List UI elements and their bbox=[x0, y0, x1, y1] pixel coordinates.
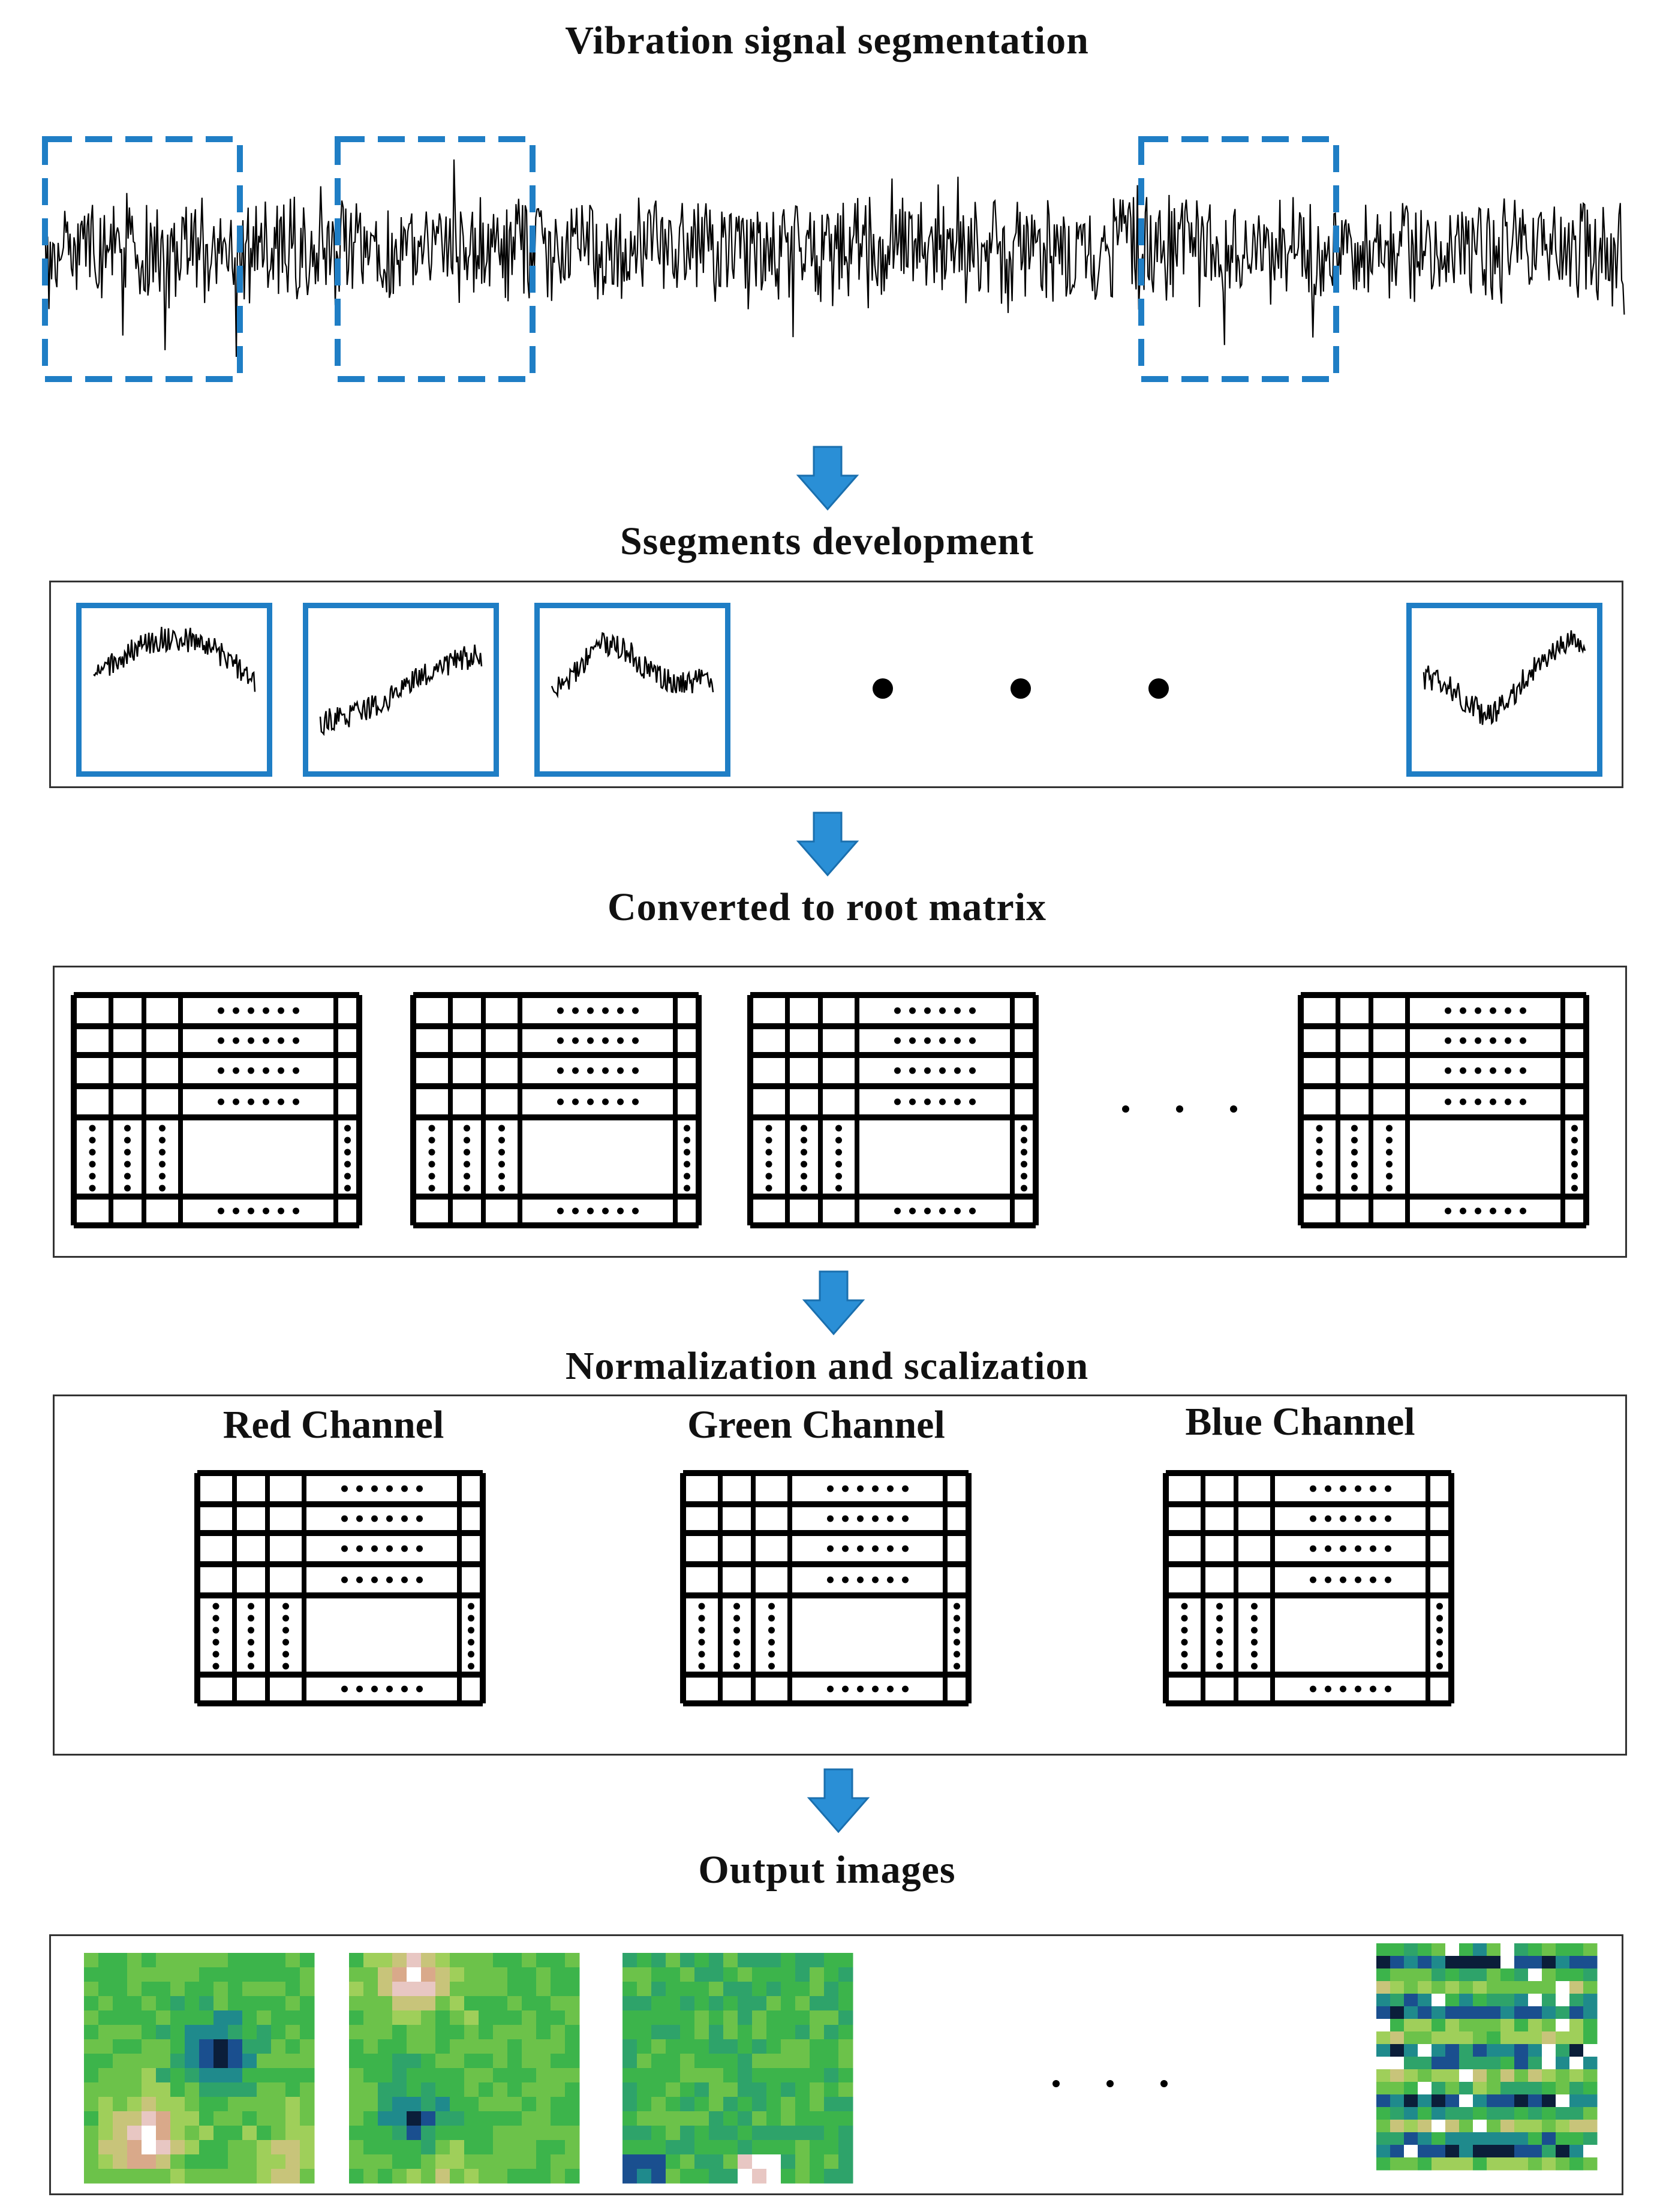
step-title-matrix: Converted to root matrix bbox=[607, 885, 1047, 929]
step-title-segmentation: Vibration signal segmentation bbox=[565, 19, 1089, 62]
ellipsis-dots-icon bbox=[1230, 1105, 1237, 1113]
ellipsis-dots-icon bbox=[1122, 1105, 1129, 1113]
arrow-down-icon bbox=[796, 446, 859, 511]
channel-matrix-red bbox=[193, 1468, 488, 1711]
ellipsis-dots-icon bbox=[1052, 2080, 1060, 2087]
root-matrix-1 bbox=[69, 990, 364, 1233]
ellipsis-dots-icon bbox=[1106, 2080, 1114, 2087]
channel-title-blue: Blue Channel bbox=[1185, 1400, 1415, 1444]
ellipsis-dots-icon bbox=[1160, 2080, 1168, 2087]
output-image-n bbox=[1376, 1943, 1598, 2171]
vibration-signal bbox=[42, 136, 1625, 382]
arrow-down-icon bbox=[796, 812, 859, 877]
segment-window-1 bbox=[42, 136, 243, 382]
segments-panel bbox=[49, 581, 1623, 788]
arrow-down-icon bbox=[802, 1270, 865, 1336]
channel-title-red: Red Channel bbox=[222, 1403, 444, 1447]
segment-thumbnail-2 bbox=[303, 603, 499, 777]
channel-title-green: Green Channel bbox=[687, 1403, 945, 1447]
root-matrix-2 bbox=[408, 990, 703, 1233]
output-image-1 bbox=[84, 1953, 315, 2184]
step-title-normalization: Normalization and scalization bbox=[565, 1344, 1089, 1388]
matrix-panel bbox=[53, 966, 1627, 1258]
arrow-down-icon bbox=[807, 1768, 870, 1834]
ellipsis-dots-icon bbox=[873, 678, 893, 699]
ellipsis-dots-icon bbox=[1176, 1105, 1183, 1113]
segment-thumbnail-1 bbox=[76, 603, 272, 777]
ellipsis-dots-icon bbox=[1148, 678, 1169, 699]
ellipsis-dots-icon bbox=[1011, 678, 1031, 699]
channel-matrix-green bbox=[678, 1468, 973, 1711]
step-title-output: Output images bbox=[698, 1848, 956, 1892]
output-image-3 bbox=[622, 1953, 853, 2184]
root-matrix-3 bbox=[745, 990, 1040, 1233]
channels-panel: Red Channel Green Channel Blue Channel bbox=[53, 1394, 1627, 1756]
output-image-2 bbox=[349, 1953, 580, 2184]
output-panel bbox=[49, 1934, 1623, 2195]
channel-matrix-blue bbox=[1161, 1468, 1456, 1711]
segment-window-3 bbox=[1138, 136, 1339, 382]
root-matrix-n bbox=[1296, 990, 1591, 1233]
segment-window-2 bbox=[335, 136, 536, 382]
segment-thumbnail-3 bbox=[534, 603, 730, 777]
segment-thumbnail-n bbox=[1406, 603, 1602, 777]
step-title-segments: Ssegments development bbox=[620, 519, 1034, 563]
